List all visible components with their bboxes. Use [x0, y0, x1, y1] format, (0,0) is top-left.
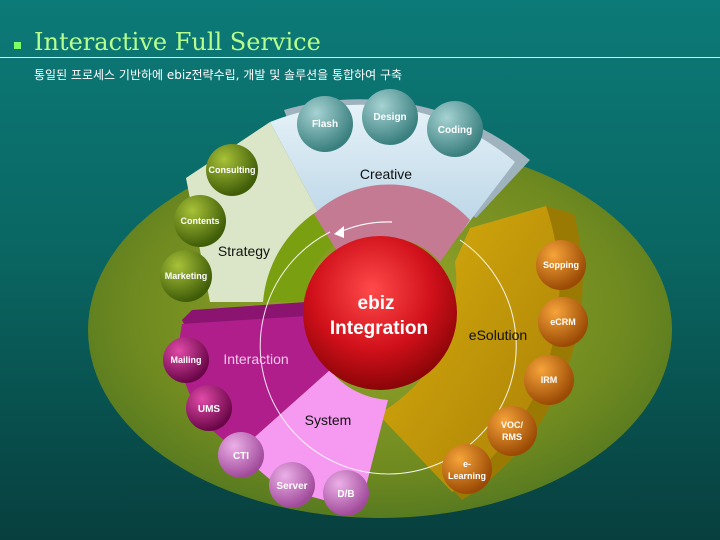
- page-subtitle: 통일된 프로세스 기반하에 ebiz전략수립, 개발 및 솔루션을 통합하여 구…: [34, 68, 403, 82]
- svg-text:Mailing: Mailing: [171, 355, 202, 365]
- svg-text:Contents: Contents: [181, 216, 220, 226]
- segment-label-interaction: Interaction: [223, 351, 288, 367]
- node-irm: IRM: [524, 355, 574, 405]
- svg-text:Flash: Flash: [312, 119, 338, 130]
- svg-text:UMS: UMS: [198, 404, 221, 415]
- node-e-learning: e- Learning: [442, 444, 492, 494]
- svg-text:Consulting: Consulting: [209, 165, 256, 175]
- center-circle: [303, 236, 457, 390]
- svg-text:eCRM: eCRM: [550, 317, 576, 327]
- node-ums: UMS: [186, 385, 232, 431]
- title-bar: Interactive Full Service: [0, 26, 720, 62]
- arrow-head-icon: [334, 226, 344, 238]
- node-mailing: Mailing: [163, 337, 209, 383]
- node-design: Design: [362, 89, 418, 145]
- svg-text:Marketing: Marketing: [165, 271, 208, 281]
- svg-text:e-: e-: [463, 459, 471, 469]
- node-coding: Coding: [427, 101, 483, 157]
- cycle-arc: [259, 231, 517, 475]
- page-title: Interactive Full Service: [34, 28, 321, 56]
- node-marketing: Marketing: [160, 250, 212, 302]
- segment-label-strategy: Strategy: [218, 243, 270, 259]
- node-sopping: Sopping: [536, 240, 586, 290]
- square-bullet-icon: [14, 42, 21, 49]
- center-label-line2: Integration: [330, 318, 428, 339]
- node-server: Server: [269, 462, 315, 508]
- svg-text:IRM: IRM: [541, 375, 558, 385]
- node-flash: Flash: [297, 96, 353, 152]
- center-label-line1: ebiz: [358, 293, 395, 314]
- svg-text:RMS: RMS: [502, 432, 522, 442]
- node-consulting: Consulting: [206, 144, 258, 196]
- strategy-inner-band: [263, 212, 340, 302]
- svg-text:Sopping: Sopping: [543, 260, 579, 270]
- segment-label-system: System: [305, 412, 352, 428]
- svg-text:Learning: Learning: [448, 471, 486, 481]
- title-divider: [0, 57, 720, 58]
- segment-label-esolution: eSolution: [469, 327, 527, 343]
- node-cti: CTI: [218, 432, 264, 478]
- node-db: D/B: [323, 470, 369, 516]
- svg-text:Server: Server: [276, 481, 307, 492]
- svg-text:Coding: Coding: [438, 125, 472, 136]
- svg-text:D/B: D/B: [337, 489, 354, 500]
- segment-label-creative: Creative: [360, 166, 412, 182]
- svg-text:Design: Design: [373, 112, 406, 123]
- node-ecrm: eCRM: [538, 297, 588, 347]
- svg-text:VOC/: VOC/: [501, 420, 524, 430]
- svg-text:CTI: CTI: [233, 451, 249, 462]
- node-contents: Contents: [174, 195, 226, 247]
- node-voc-rms: VOC/ RMS: [487, 406, 537, 456]
